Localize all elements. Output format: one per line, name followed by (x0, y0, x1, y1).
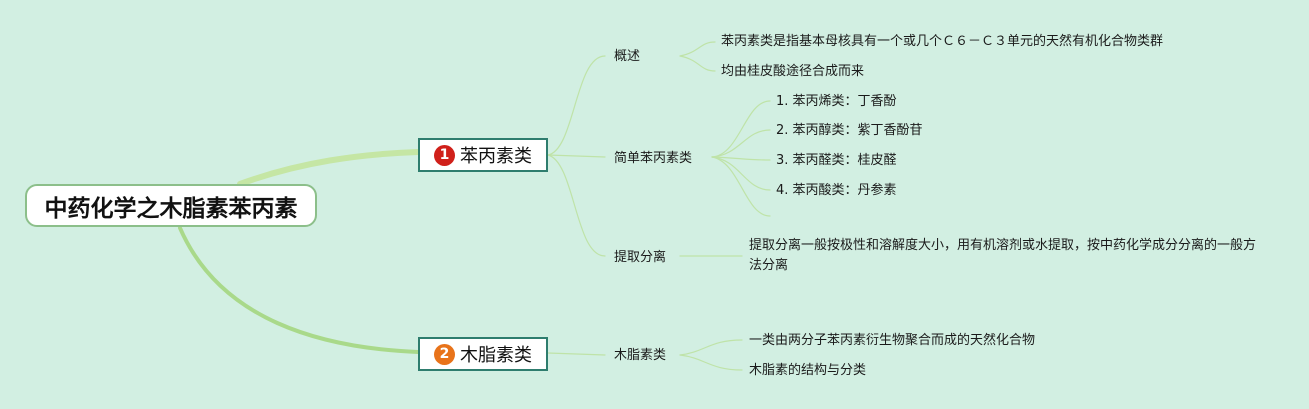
number-badge-2: 2 (434, 343, 455, 365)
branch-label: 苯丙素类 (460, 146, 532, 167)
topic-extraction[interactable]: 提取分离 (614, 250, 667, 265)
topic-lignans[interactable]: 木脂素类 (614, 348, 667, 363)
link-t1-a (679, 41, 716, 57)
branch-node-phenylpropanoids[interactable]: 1 苯丙素类 (418, 138, 548, 172)
leaf-item[interactable]: 苯丙素类是指基本母核具有一个或几个Ｃ６－Ｃ３单元的天然有机化合物类群 (721, 34, 1164, 49)
link-b2-a (679, 339, 743, 356)
branch-node-lignans[interactable]: 2 木脂素类 (418, 337, 548, 371)
branch-label: 木脂素类 (460, 345, 532, 366)
leaf-item[interactable]: 4. 苯丙酸类：丹参素 (776, 183, 897, 198)
link-t2-e (711, 156, 771, 217)
topic-overview[interactable]: 概述 (614, 49, 641, 64)
link-b1-t3 (547, 154, 606, 257)
root-node[interactable]: 中药化学之木脂素苯丙素 (25, 184, 317, 227)
link-b1-t2 (547, 154, 606, 158)
link-b1-t1 (547, 55, 606, 156)
link-root-branch1 (237, 149, 421, 187)
root-title: 中药化学之木脂素苯丙素 (44, 195, 298, 222)
link-t1-b (679, 55, 716, 72)
link-b2-t1 (547, 352, 606, 356)
number-badge-1: 1 (434, 144, 455, 166)
leaf-item[interactable]: 木脂素的结构与分类 (749, 363, 867, 378)
link-t2-c (711, 156, 771, 161)
leaf-item[interactable]: 2. 苯丙醇类：紫丁香酚苷 (776, 123, 923, 138)
link-t2-a (711, 100, 771, 158)
leaf-item[interactable]: 一类由两分子苯丙素衍生物聚合而成的天然化合物 (749, 333, 1036, 348)
topic-simple-phenylpropanoids[interactable]: 简单苯丙素类 (614, 151, 693, 166)
leaf-item[interactable]: 均由桂皮酸途径合成而来 (721, 64, 865, 79)
link-b2-b (679, 354, 743, 371)
link-t2-b (711, 129, 771, 158)
link-t2-d (711, 156, 771, 191)
leaf-item[interactable]: 3. 苯丙醛类：桂皮醛 (776, 153, 897, 168)
leaf-item[interactable]: 提取分离一般按极性和溶解度大小，用有机溶剂或水提取，按中药化学成分分离的一般方法… (749, 238, 1257, 273)
link-root-branch2 (178, 226, 420, 354)
leaf-item[interactable]: 1. 苯丙烯类：丁香酚 (776, 94, 897, 109)
